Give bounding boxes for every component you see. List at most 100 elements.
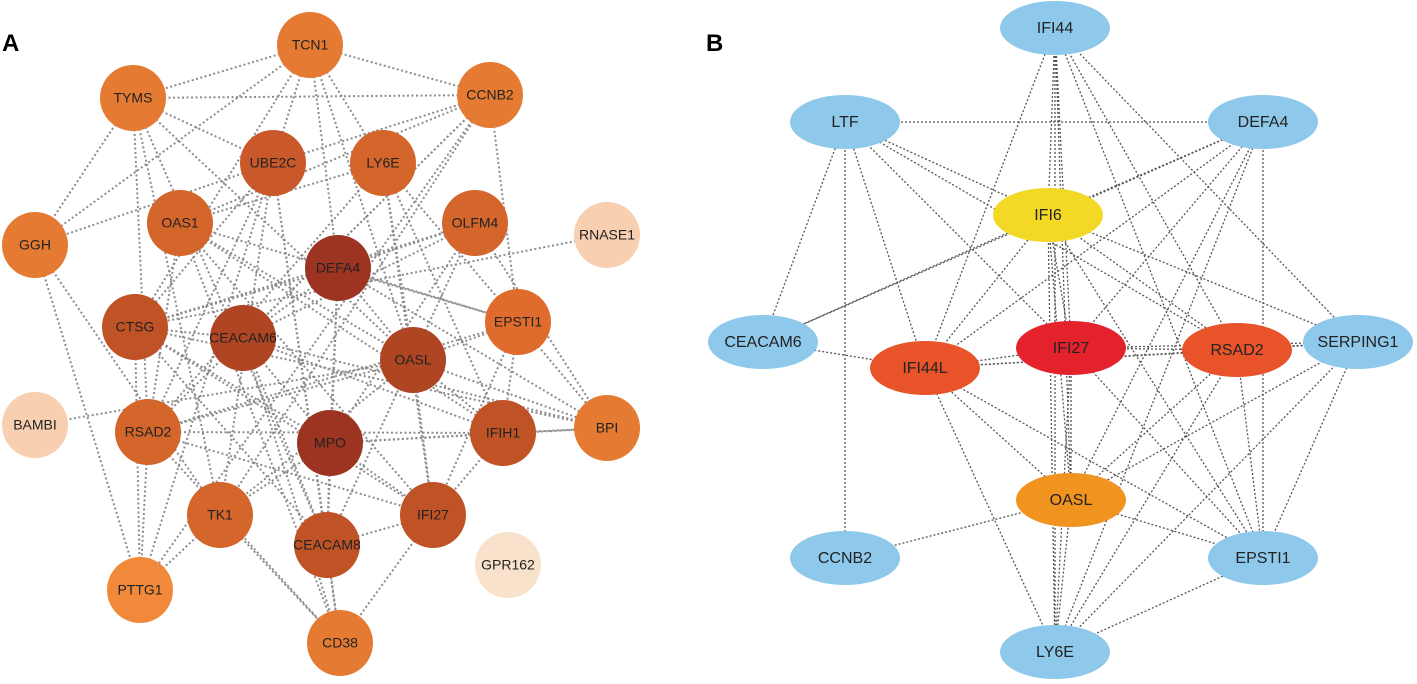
node-label-tcn1: TCN1	[292, 37, 329, 53]
node-defa4[interactable]: DEFA4	[1208, 95, 1318, 149]
node-ifi44[interactable]: IFI44	[1000, 1, 1110, 55]
node-serping1[interactable]: SERPING1	[1303, 315, 1413, 369]
node-ifi27[interactable]: IFI27	[400, 482, 466, 548]
node-ifi27[interactable]: IFI27	[1016, 321, 1126, 375]
node-label-tk1: TK1	[207, 507, 233, 523]
node-epsti1[interactable]: EPSTI1	[1208, 531, 1318, 585]
node-defa4[interactable]: DEFA4	[305, 235, 371, 301]
edge-tcn1-defa4	[309, 44, 339, 269]
node-ccnb2[interactable]: CCNB2	[457, 62, 523, 128]
edge-tyms-tk1	[132, 97, 221, 516]
node-shape-ifi44l	[870, 341, 980, 395]
node-shape-gpr162	[475, 532, 541, 598]
node-shape-oasl	[1016, 473, 1126, 527]
edge-ifi44l-ly6e	[924, 367, 1056, 653]
node-label-ly6e: LY6E	[366, 155, 399, 171]
node-ceacam6[interactable]: CEACAM6	[708, 315, 818, 369]
edge-defa4-oasl	[1070, 121, 1264, 501]
edge-oasl-bpi	[412, 359, 608, 429]
node-shape-oasl	[380, 327, 446, 393]
edge-ccnb2-oas1	[179, 94, 491, 224]
node-rsad2[interactable]: RSAD2	[1182, 323, 1292, 377]
node-ltf[interactable]: LTF	[790, 95, 900, 149]
node-label-pttg1: PTTG1	[117, 582, 162, 598]
node-label-defa4: DEFA4	[1238, 114, 1289, 131]
node-label-epsti1: EPSTI1	[1235, 550, 1290, 567]
node-label-ifih1: IFIH1	[486, 425, 520, 441]
node-shape-rsad2	[115, 399, 181, 465]
node-shape-ceacam6	[210, 305, 276, 371]
node-ly6e[interactable]: LY6E	[1000, 625, 1110, 679]
node-tk1[interactable]: TK1	[187, 482, 253, 548]
edge-ggh-pttg1	[34, 244, 141, 591]
node-epsti1[interactable]: EPSTI1	[485, 289, 551, 355]
edge-rsad2-epsti1	[1236, 349, 1264, 559]
node-rnase1[interactable]: RNASE1	[574, 202, 640, 268]
node-label-oasl: OASL	[394, 352, 432, 368]
node-ly6e[interactable]: LY6E	[350, 130, 416, 196]
edge-oasl-ccnb2	[844, 499, 1072, 559]
edge-serping1-oasl	[1070, 341, 1359, 501]
node-oasl[interactable]: OASL	[1016, 473, 1126, 527]
edge-ube2c-tk1	[219, 162, 274, 516]
node-shape-ly6e	[1000, 625, 1110, 679]
node-shape-epsti1	[1208, 531, 1318, 585]
edge-epsti1-rsad2	[147, 321, 519, 433]
node-label-ccnb2: CCNB2	[818, 550, 872, 567]
edge-ctsg-bpi	[134, 326, 608, 429]
node-pttg1[interactable]: PTTG1	[107, 557, 173, 623]
node-label-ceacam8: CEACAM8	[293, 537, 361, 553]
edge-oasl-bambi	[34, 359, 414, 426]
node-ctsg[interactable]: CTSG	[102, 294, 168, 360]
node-olfm4[interactable]: OLFM4	[442, 190, 508, 256]
node-ccnb2[interactable]: CCNB2	[790, 531, 900, 585]
node-bpi[interactable]: BPI	[574, 395, 640, 461]
edge-rsad2-ifih1	[147, 431, 504, 434]
node-oasl[interactable]: OASL	[380, 327, 446, 393]
edge-defa4-ly6e	[1054, 121, 1264, 653]
node-ifih1[interactable]: IFIH1	[470, 400, 536, 466]
node-label-epsti1: EPSTI1	[494, 314, 542, 330]
node-label-ccnb2: CCNB2	[466, 87, 514, 103]
edge-ifi44l-epsti1	[924, 367, 1264, 559]
node-label-serping1: SERPING1	[1318, 334, 1399, 351]
edge-ceacam6-ceacam8	[242, 337, 328, 546]
node-cd38[interactable]: CD38	[307, 610, 373, 676]
node-bambi[interactable]: BAMBI	[2, 392, 68, 458]
edge-ceacam6-bpi	[242, 337, 608, 429]
edge-ube2c-ggh	[34, 162, 274, 246]
node-label-ggh: GGH	[19, 237, 51, 253]
node-shape-ltf	[790, 95, 900, 149]
edge-ifi44-oasl	[1054, 27, 1072, 501]
node-shape-olfm4	[442, 190, 508, 256]
node-ceacam8[interactable]: CEACAM8	[293, 512, 361, 578]
node-shape-defa4	[1208, 95, 1318, 149]
node-tyms[interactable]: TYMS	[100, 65, 166, 131]
node-tcn1[interactable]: TCN1	[277, 12, 343, 78]
edge-tyms-oasl	[132, 97, 414, 361]
node-label-ifi27: IFI27	[1053, 340, 1090, 357]
node-oas1[interactable]: OAS1	[147, 190, 213, 256]
edge-ifi44-ifi27	[1054, 27, 1072, 349]
node-ube2c[interactable]: UBE2C	[240, 130, 306, 196]
node-ifi44l[interactable]: IFI44L	[870, 341, 980, 395]
node-rsad2[interactable]: RSAD2	[115, 399, 181, 465]
edge-mpo-ceacam8	[326, 442, 331, 546]
node-shape-ggh	[2, 212, 68, 278]
edge-ctsg-ifi27	[134, 326, 434, 516]
edge-rsad2-oasl	[1070, 349, 1238, 501]
node-shape-tk1	[187, 482, 253, 548]
node-ceacam6[interactable]: CEACAM6	[209, 305, 277, 371]
edge-oasl-rsad2	[147, 359, 414, 433]
edge-ifi6-ceacam6	[762, 214, 1049, 343]
node-label-gpr162: GPR162	[481, 557, 535, 573]
edge-ifi6-serping1	[1047, 214, 1359, 343]
edge-defa4-bpi	[337, 267, 608, 429]
node-gpr162[interactable]: GPR162	[475, 532, 541, 598]
node-ggh[interactable]: GGH	[2, 212, 68, 278]
node-shape-tyms	[100, 65, 166, 131]
node-ifi6[interactable]: IFI6	[993, 188, 1103, 242]
edge-rnase1-ctsg	[134, 234, 608, 328]
node-mpo[interactable]: MPO	[297, 410, 363, 476]
